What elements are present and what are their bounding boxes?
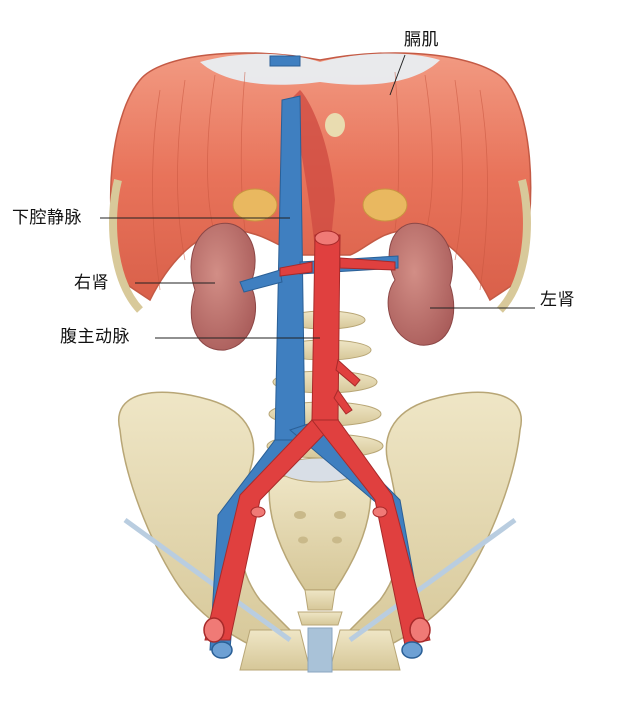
pelvis <box>117 391 523 673</box>
label-right-kidney: 右肾 <box>74 273 109 293</box>
label-diaphragm: 膈肌 <box>404 30 439 50</box>
label-inferior-vena-cava: 下腔静脉 <box>12 208 82 228</box>
label-left-kidney: 左肾 <box>540 290 575 310</box>
ribs <box>109 179 531 313</box>
leader-lines <box>100 54 535 339</box>
diaphragm <box>109 52 532 302</box>
label-abdominal-aorta: 腹主动脉 <box>60 327 130 347</box>
kidneys <box>190 222 455 351</box>
adrenal-glands <box>232 188 408 222</box>
abdominal-aorta <box>203 230 431 659</box>
